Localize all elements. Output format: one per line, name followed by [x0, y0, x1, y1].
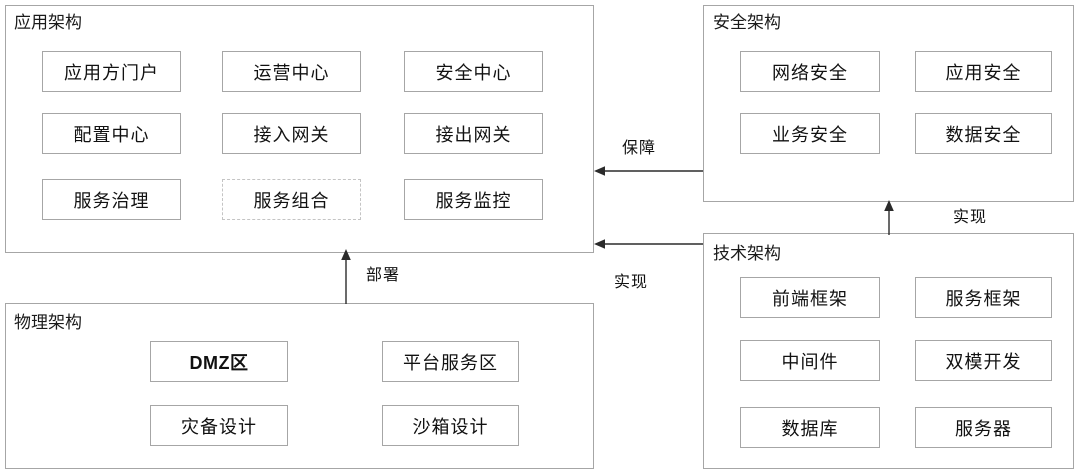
connector-label-security-to-application: 保障: [622, 140, 657, 157]
node-security-center[interactable]: 安全中心: [404, 51, 543, 92]
node-database[interactable]: 数据库: [740, 407, 880, 448]
node-service-framework[interactable]: 服务框架: [915, 277, 1052, 318]
connector-label-physical-to-application: 部署: [366, 267, 401, 284]
panel-security-architecture-title: 安全架构: [713, 13, 781, 32]
connector-technical-to-security: [884, 200, 894, 235]
node-egress-gateway[interactable]: 接出网关: [404, 113, 543, 154]
node-data-security[interactable]: 数据安全: [915, 113, 1052, 154]
node-middleware[interactable]: 中间件: [740, 340, 880, 381]
node-service-governance[interactable]: 服务治理: [42, 179, 181, 220]
node-dmz-zone[interactable]: DMZ区: [150, 341, 288, 382]
node-application-security[interactable]: 应用安全: [915, 51, 1052, 92]
node-sandbox-design[interactable]: 沙箱设计: [382, 405, 519, 446]
connector-label-technical-to-application: 实现: [614, 274, 649, 291]
connector-technical-to-application: [594, 239, 703, 249]
connector-label-technical-to-security: 实现: [953, 209, 988, 226]
node-platform-service-zone[interactable]: 平台服务区: [382, 341, 519, 382]
node-server[interactable]: 服务器: [915, 407, 1052, 448]
node-disaster-recovery-design[interactable]: 灾备设计: [150, 405, 288, 446]
node-frontend-framework[interactable]: 前端框架: [740, 277, 880, 318]
panel-physical-architecture-title: 物理架构: [14, 313, 82, 332]
node-ingress-gateway[interactable]: 接入网关: [222, 113, 361, 154]
panel-security-architecture: [703, 5, 1074, 202]
node-app-portal[interactable]: 应用方门户: [42, 51, 181, 92]
node-service-monitoring[interactable]: 服务监控: [404, 179, 543, 220]
node-service-composition[interactable]: 服务组合: [222, 179, 361, 220]
node-operation-center[interactable]: 运营中心: [222, 51, 361, 92]
node-network-security[interactable]: 网络安全: [740, 51, 880, 92]
node-bimodal-development[interactable]: 双模开发: [915, 340, 1052, 381]
connector-physical-to-application: [341, 249, 351, 304]
panel-application-architecture-title: 应用架构: [14, 13, 82, 32]
connector-security-to-application: [594, 166, 703, 176]
node-business-security[interactable]: 业务安全: [740, 113, 880, 154]
panel-technical-architecture-title: 技术架构: [713, 244, 781, 263]
node-config-center[interactable]: 配置中心: [42, 113, 181, 154]
